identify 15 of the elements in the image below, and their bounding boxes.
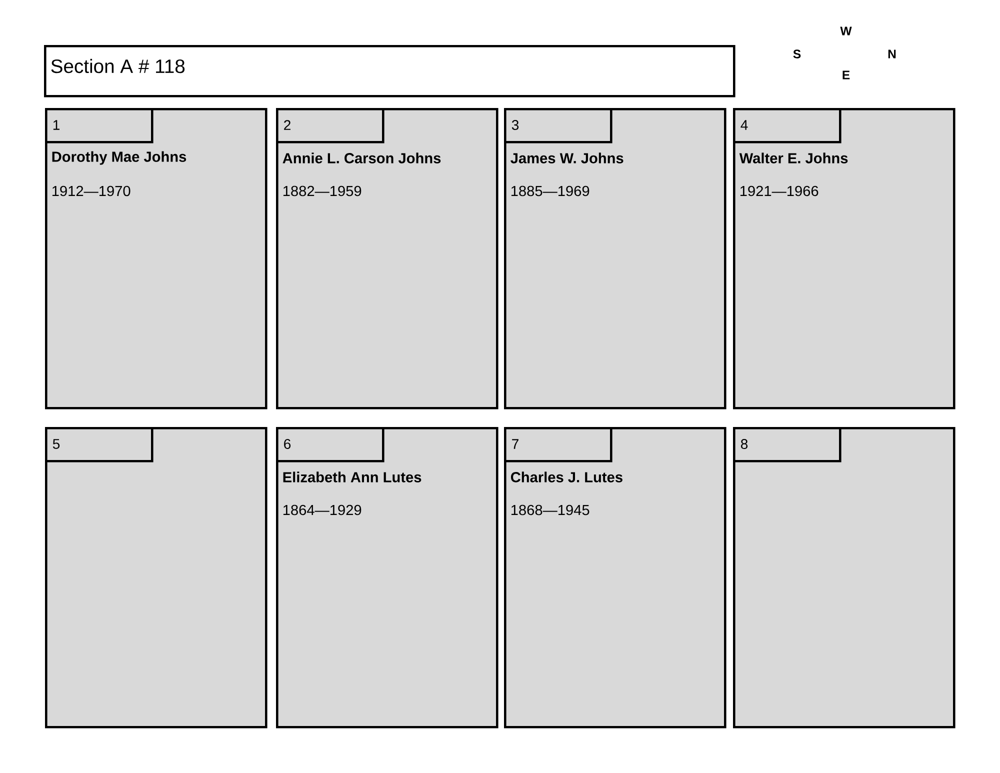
number-tab: 2: [276, 108, 384, 144]
number-tab: 4: [733, 108, 842, 144]
compass-letter: N: [888, 50, 896, 58]
compass-letter: W: [840, 26, 852, 36]
compass-letter: S: [793, 50, 801, 58]
compass-letter: E: [842, 70, 850, 80]
number-tab: 5: [45, 427, 154, 462]
number-tab: 3: [504, 108, 612, 144]
number-tab: 6: [276, 427, 384, 462]
number-tab: 1: [45, 108, 154, 144]
plot-box: [45, 427, 268, 728]
number-tab: 8: [733, 427, 842, 462]
number-tab: 7: [504, 427, 612, 462]
title-box: Section A # 118: [44, 45, 736, 98]
plot-box: [733, 427, 956, 728]
